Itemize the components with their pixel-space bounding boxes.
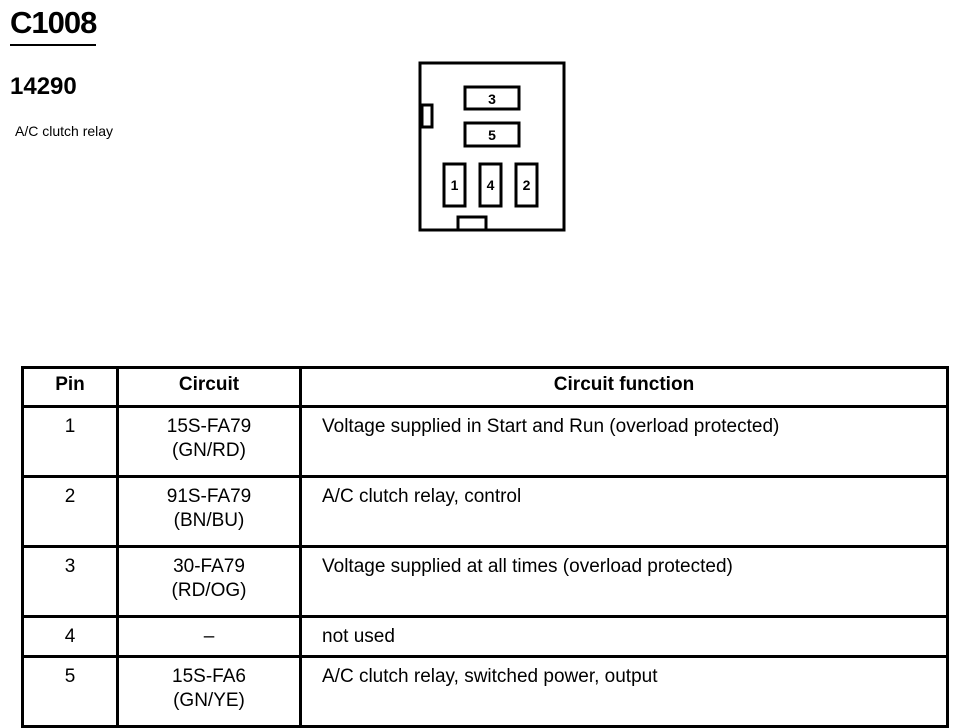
wire-color: (RD/OG): [171, 580, 247, 601]
table-row: 3 30-FA79 (RD/OG) Voltage supplied at al…: [21, 545, 949, 618]
function-cell: not used: [299, 615, 949, 658]
circuit-cell: 15S-FA79 (GN/RD): [116, 405, 302, 478]
cavity-1: [442, 162, 467, 208]
cavity-3: [463, 85, 521, 111]
locking-tab: [420, 103, 434, 129]
header-circuit-function: Circuit function: [299, 366, 949, 408]
function-cell: Voltage supplied at all times (overload …: [299, 545, 949, 618]
circuit-cell: 91S-FA79 (BN/BU): [116, 475, 302, 548]
pin-cell: 4: [21, 615, 119, 658]
table-row: 4 – not used: [21, 615, 949, 658]
cavity-4: [478, 162, 503, 208]
pin-cell: 2: [21, 475, 119, 548]
cavity-1-label: 1: [451, 177, 459, 193]
circuit-number: 91S-FA79: [166, 486, 252, 507]
part-number: 14290: [10, 73, 77, 100]
circuit-number: –: [203, 626, 215, 647]
connector-face-diagram: 3 5 1 4 2: [418, 61, 566, 232]
wire-color: (GN/YE): [173, 690, 245, 711]
cavity-2-label: 2: [523, 177, 531, 193]
cavity-5-label: 5: [488, 127, 496, 143]
function-cell: A/C clutch relay, control: [299, 475, 949, 548]
table-row: 2 91S-FA79 (BN/BU) A/C clutch relay, con…: [21, 475, 949, 548]
connector-body: [418, 61, 566, 232]
wire-color: (BN/BU): [173, 510, 245, 531]
cavity-4-label: 4: [487, 177, 495, 193]
header-pin: Pin: [21, 366, 119, 408]
wire-color: (GN/RD): [172, 440, 246, 461]
cavity-5: [463, 121, 521, 148]
table-header-row: Pin Circuit Circuit function: [21, 366, 949, 408]
table-row: 5 15S-FA6 (GN/YE) A/C clutch relay, swit…: [21, 655, 949, 728]
cavity-3-label: 3: [488, 91, 496, 107]
pin-cell: 3: [21, 545, 119, 618]
circuit-cell: 15S-FA6 (GN/YE): [116, 655, 302, 728]
pinout-table: Pin Circuit Circuit function 1 15S-FA79 …: [21, 366, 949, 728]
circuit-number: 15S-FA79: [166, 416, 252, 437]
connector-id: C1008: [10, 4, 97, 46]
connector-description: A/C clutch relay: [15, 123, 114, 139]
cavity-2: [514, 162, 539, 208]
table-row: 1 15S-FA79 (GN/RD) Voltage supplied in S…: [21, 405, 949, 478]
header-circuit: Circuit: [116, 366, 302, 408]
function-cell: Voltage supplied in Start and Run (overl…: [299, 405, 949, 478]
circuit-number: 30-FA79: [173, 556, 245, 577]
circuit-cell: –: [116, 615, 302, 658]
circuit-number: 15S-FA6: [172, 666, 246, 687]
keyway-notch: [456, 215, 488, 232]
pin-cell: 1: [21, 405, 119, 478]
circuit-cell: 30-FA79 (RD/OG): [116, 545, 302, 618]
pin-cell: 5: [21, 655, 119, 728]
function-cell: A/C clutch relay, switched power, output: [299, 655, 949, 728]
